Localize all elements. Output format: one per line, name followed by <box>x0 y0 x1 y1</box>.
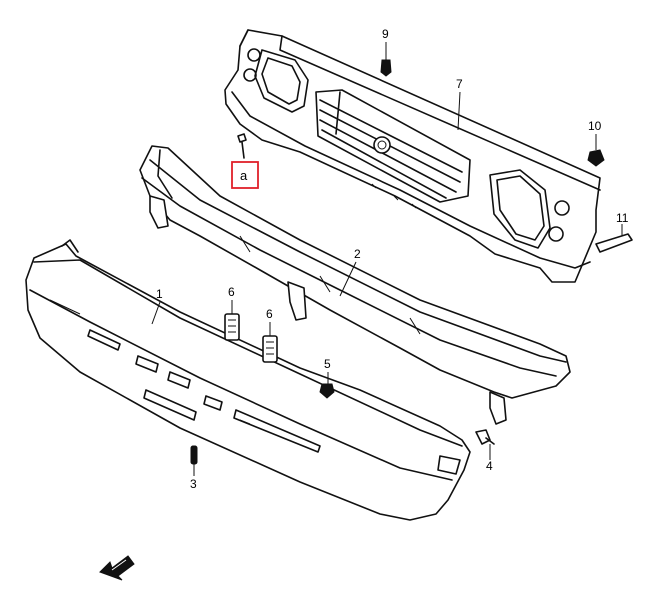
label-part-2: 2 <box>354 247 361 261</box>
grille-panel <box>224 29 601 283</box>
label-part-11: 11 <box>616 211 629 225</box>
moulding-part-11 <box>595 233 633 253</box>
clip-part-10 <box>587 149 605 167</box>
leader-lines <box>151 42 623 476</box>
bumper-reinforcement <box>139 145 571 425</box>
label-part-6a: 6 <box>228 285 235 299</box>
screw-part-9 <box>380 59 392 77</box>
label-part-3: 3 <box>190 477 197 491</box>
callout-label-a: a <box>240 168 248 183</box>
callout-box <box>231 161 259 189</box>
front-direction-arrow-icon <box>99 555 135 581</box>
clip-part-6b <box>262 335 278 363</box>
label-part-10: 10 <box>588 119 602 133</box>
label-part-5: 5 <box>324 357 331 371</box>
screw-callout-a <box>237 133 247 159</box>
label-part-7: 7 <box>456 77 463 91</box>
label-part-4: 4 <box>486 459 493 473</box>
bolt-part-4 <box>475 429 495 445</box>
label-part-1: 1 <box>156 287 163 301</box>
bumper-cover <box>25 239 471 521</box>
nut-part-5 <box>319 383 335 399</box>
label-part-6b: 6 <box>266 307 273 321</box>
label-part-9: 9 <box>382 27 389 41</box>
screw-part-3 <box>190 445 198 465</box>
clip-part-6a <box>224 313 240 341</box>
